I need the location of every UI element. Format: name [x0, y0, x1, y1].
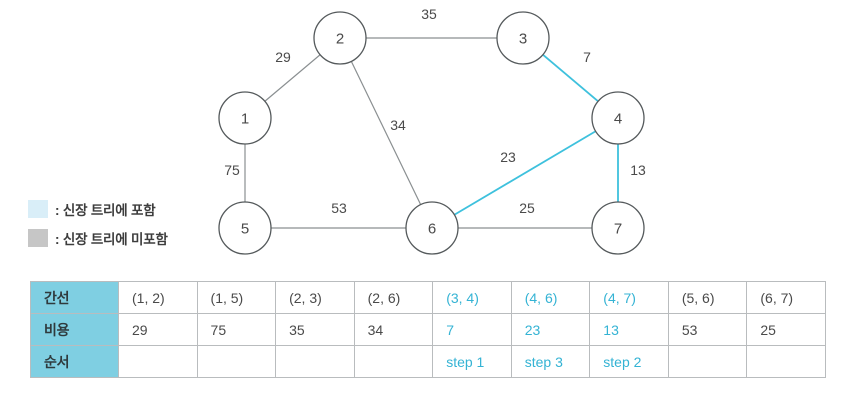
cost-cell-9: 25 [746, 313, 826, 346]
edge-weight-1-5: 75 [224, 162, 240, 178]
edge-cell-2: (1, 5) [196, 281, 277, 314]
row-header-cost: 비용 [30, 313, 119, 346]
order-cell-5: step 1 [432, 345, 512, 378]
graph-node-2 [313, 11, 367, 65]
legend-item-included: : 신장 트리에 포함 [28, 196, 228, 221]
cost-cell-3: 35 [275, 313, 355, 346]
edge-cell-1: (1, 2) [118, 281, 198, 314]
edge-cell-3: (2, 3) [275, 281, 355, 314]
graph-node-1 [218, 91, 272, 145]
cost-cell-4: 34 [353, 313, 434, 346]
edge-cell-6: (4, 6) [510, 281, 591, 314]
edge-weight-4-6: 23 [500, 149, 516, 165]
edge-weight-6-7: 25 [519, 200, 535, 216]
edge-weight-1-2: 29 [275, 49, 291, 65]
cost-cell-7: 13 [589, 313, 669, 346]
edge-cell-8: (5, 6) [667, 281, 748, 314]
order-cell-4 [353, 345, 434, 378]
order-cell-7: step 2 [589, 345, 669, 378]
cost-cell-5: 7 [432, 313, 512, 346]
graph-node-5 [218, 201, 272, 255]
legend-label-excluded: : 신장 트리에 미포함 [55, 231, 168, 247]
square-swatch-excluded-icon [28, 228, 48, 247]
order-cell-2 [196, 345, 277, 378]
graph-node-label-1: 1 [241, 111, 249, 128]
cost-cell-6: 23 [510, 313, 591, 346]
row-header-edge: 간선 [30, 281, 119, 314]
edge-weight-5-6: 53 [331, 200, 347, 216]
edge-lines-group [244, 37, 619, 229]
graph-node-7 [591, 201, 645, 255]
graph-edge-1-2 [264, 54, 321, 102]
graph-node-3 [496, 11, 550, 65]
edge-cell-7: (4, 7) [589, 281, 669, 314]
edge-weight-2-3: 35 [421, 6, 437, 22]
graph-node-label-3: 3 [519, 31, 527, 48]
edge-cell-4: (2, 6) [353, 281, 434, 314]
square-swatch-included-icon [28, 199, 48, 218]
graph-node-4 [591, 91, 645, 145]
row-header-order: 순서 [30, 345, 119, 378]
graph-node-label-2: 2 [336, 31, 344, 48]
graph-edge-3-4 [542, 54, 599, 102]
edge-weight-3-4: 7 [583, 49, 591, 65]
edge-cell-5: (3, 4) [432, 281, 512, 314]
cost-cell-1: 29 [118, 313, 198, 346]
graph-node-label-5: 5 [241, 221, 249, 238]
cost-cell-8: 53 [667, 313, 748, 346]
order-cell-1 [118, 345, 198, 378]
edge-cell-9: (6, 7) [746, 281, 826, 314]
graph-edge-4-6 [453, 130, 597, 216]
legend-item-excluded: : 신장 트리에 미포함 [28, 225, 228, 250]
edge-weight-4-7: 13 [630, 162, 646, 178]
edge-cost-table: 간선 (1, 2)(1, 5)(2, 3)(2, 6)(3, 4)(4, 6)(… [30, 281, 826, 378]
order-cell-3 [275, 345, 355, 378]
graph-node-label-4: 4 [614, 111, 622, 128]
table-row-edges: 간선 (1, 2)(1, 5)(2, 3)(2, 6)(3, 4)(4, 6)(… [30, 281, 826, 314]
graph-node-6 [405, 201, 459, 255]
order-cell-9 [746, 345, 826, 378]
edge-weight-2-6: 34 [390, 117, 406, 133]
graph-node-label-7: 7 [614, 221, 622, 238]
order-cell-8 [667, 345, 748, 378]
order-cell-6: step 3 [510, 345, 591, 378]
legend-label-included: : 신장 트리에 포함 [55, 202, 156, 218]
graph-edge-2-6 [350, 61, 422, 205]
legend: : 신장 트리에 포함 : 신장 트리에 미포함 [28, 196, 228, 254]
graph-node-label-6: 6 [428, 221, 436, 238]
cost-cell-2: 75 [196, 313, 277, 346]
